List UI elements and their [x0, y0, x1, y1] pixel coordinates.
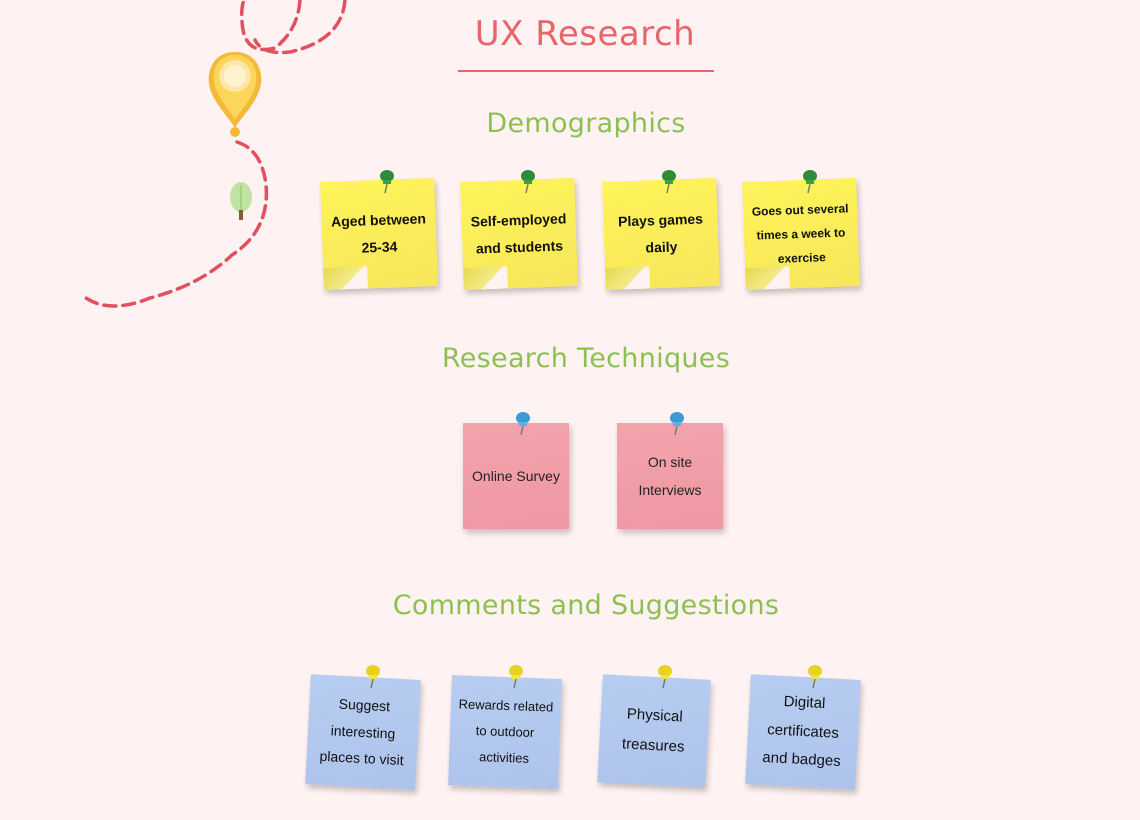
note-text: Aged between 25-34	[330, 210, 427, 256]
push-pin-icon	[521, 170, 535, 194]
note-text: On site Interviews	[638, 454, 702, 498]
note-text: Rewards related to outdoor activities	[458, 696, 554, 766]
push-pin-icon	[662, 170, 676, 194]
push-pin-icon	[516, 412, 530, 436]
demographics-heading: Demographics	[486, 108, 686, 139]
sticky-note: Rewards related to outdoor activities	[448, 675, 562, 789]
note-text: Online Survey	[472, 468, 560, 484]
note-text: Physical treasures	[621, 705, 685, 756]
sticky-note: Physical treasures	[597, 674, 711, 788]
push-pin-icon	[808, 665, 822, 689]
push-pin-icon	[380, 170, 394, 194]
push-pin-icon	[670, 412, 684, 436]
note-text: Goes out several times a week to exercis…	[751, 201, 849, 266]
sticky-note: Aged between 25-34	[320, 178, 438, 290]
sticky-note: On site Interviews	[617, 423, 723, 529]
sticky-note: Suggest interesting places to visit	[305, 674, 421, 790]
dashed-trail-lower	[84, 140, 269, 308]
push-pin-icon	[366, 665, 380, 689]
sticky-note: Plays games daily	[602, 178, 720, 290]
note-text: Plays games daily	[617, 210, 704, 256]
sticky-note: Online Survey	[463, 423, 569, 529]
research-techniques-heading: Research Techniques	[441, 343, 731, 374]
sticky-note: Digital certificates and badges	[745, 674, 861, 790]
tree-icon	[230, 182, 252, 220]
title-underline	[458, 70, 714, 72]
sticky-note: Goes out several times a week to exercis…	[742, 178, 860, 290]
comments-heading: Comments and Suggestions	[392, 590, 780, 621]
push-pin-icon	[658, 665, 672, 689]
page-title: UX Research	[474, 14, 696, 54]
push-pin-icon	[803, 170, 817, 194]
note-text: Digital certificates and badges	[761, 693, 842, 771]
sticky-note: Self-employed and students	[460, 178, 578, 290]
note-text: Self-employed and students	[470, 210, 567, 257]
push-pin-icon	[509, 665, 523, 689]
note-text: Suggest interesting places to visit	[319, 695, 405, 769]
